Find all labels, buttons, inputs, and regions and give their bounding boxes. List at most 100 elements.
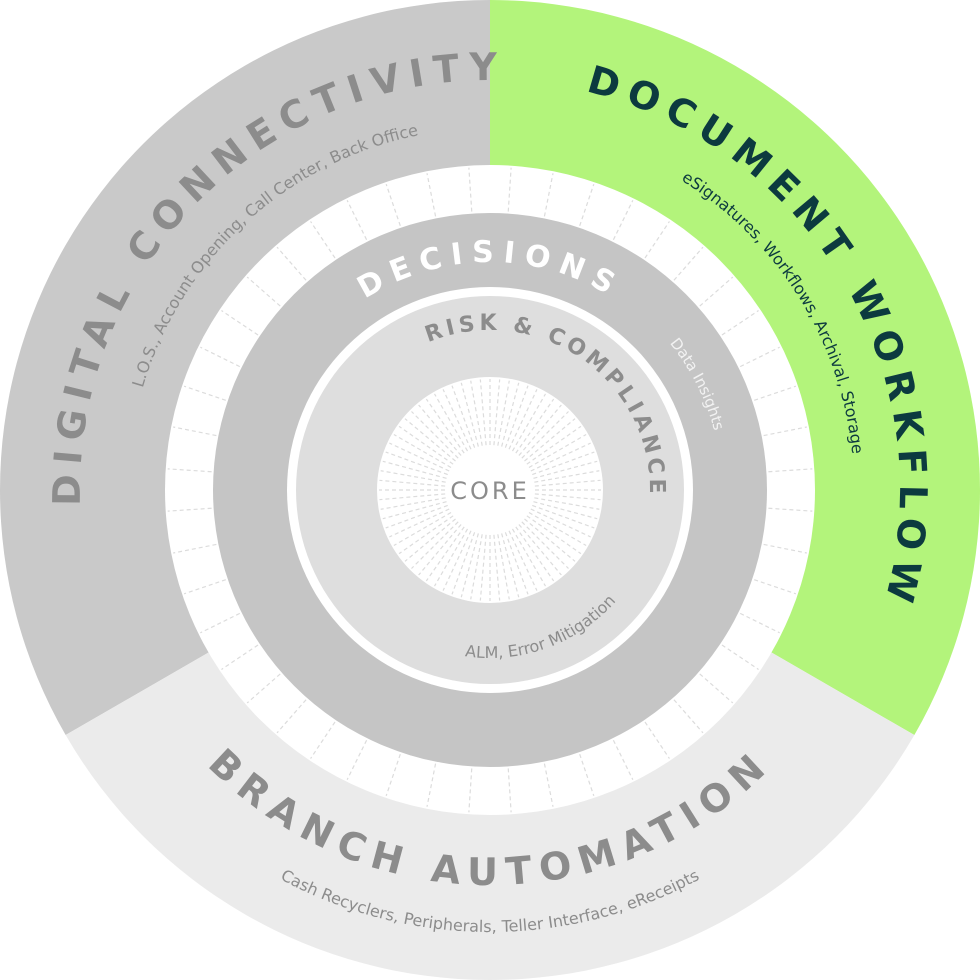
ring-tick [221,644,259,670]
ring-tick [246,673,281,704]
core-ray [521,521,569,569]
core-ray [393,433,452,469]
core-ray [470,534,483,600]
ring-tick [543,173,554,217]
core-ray [418,524,462,576]
ring-tick [276,246,307,281]
dashed-ring-ticks [167,167,813,813]
ring-tick [385,754,401,797]
core-ray [379,493,446,501]
core-ray [451,532,476,595]
ring-tick [644,721,670,759]
ring-tick [507,768,512,813]
ring-tick [763,426,807,437]
core-ray [530,442,591,472]
ring-tick [754,579,797,595]
ring-tick [276,699,307,734]
ring-tick [612,200,634,241]
core-ray [504,385,529,448]
core-ray [532,504,595,529]
ring-tick [644,221,670,259]
core-ray [393,511,452,547]
ring-tick [507,167,512,212]
core-ray [418,404,462,456]
core-ray [442,530,472,591]
core-ray [451,385,476,448]
core-ray [404,518,456,562]
ring-tick [468,768,473,813]
ring-tick [673,246,704,281]
core-ray [411,521,459,569]
ring-tick [579,183,595,226]
core-rays [379,379,601,601]
core-ray [433,393,469,452]
core-ray [380,497,446,510]
core-ray [479,379,487,446]
ring-tick [699,673,734,704]
ring-tick [221,310,259,336]
core-ray [380,470,446,483]
ring-tick [468,167,473,212]
core-ray [533,501,598,520]
ring-tick [754,385,797,401]
ring-tick [763,543,807,554]
ring-tick [310,721,336,759]
core-ray [501,382,520,447]
ring-tick [426,763,437,807]
core-ray [533,460,598,479]
ring-tick [183,579,226,595]
core-ray [511,393,547,452]
ring-tick [673,699,704,734]
ring-tick [167,507,212,512]
core-ray [433,528,469,587]
ring-tick [699,276,734,307]
ring-tick [246,276,281,307]
core-ray [501,533,520,598]
ring-tick [579,754,595,797]
ring-tick [346,200,368,241]
core-ray [404,418,456,462]
core-ray [518,404,562,456]
core-ray [508,530,538,591]
core-ray [460,382,479,447]
core-ray [470,380,483,446]
ring-tick [721,310,759,336]
core-ray [497,534,510,600]
core-ray [385,504,448,529]
ring-tick [543,763,554,807]
ring-tick [173,426,217,437]
core-ray [398,425,454,465]
ring-tick [739,346,780,368]
core-ray [524,418,576,462]
core-ray [534,497,600,510]
core-ray [442,389,472,450]
core-ray [382,460,447,479]
core-ray [389,508,450,538]
core-ray [530,508,591,538]
ring-tick [385,183,401,226]
core-ray [534,493,601,501]
core-ray [534,470,600,483]
ring-tick [739,612,780,634]
ring-tick [721,644,759,670]
core-ray [497,380,510,446]
core-ray [532,451,595,476]
ring-tick [173,543,217,554]
core-ray [526,515,582,555]
ring-tick [310,221,336,259]
core-label: CORE [450,477,530,505]
core-ray [515,526,555,582]
core-ray [479,534,487,601]
core-ray [504,532,529,595]
core-circle[interactable] [377,377,603,603]
core-ray [534,479,601,487]
ring-tick [768,507,813,512]
core-ray [511,528,547,587]
core-ray [528,433,587,469]
ring-tick [768,468,813,473]
core-ray [521,411,569,459]
core-ray [382,501,447,520]
core-ray [515,398,555,454]
ring-tick [200,612,241,634]
core-ray [385,451,448,476]
